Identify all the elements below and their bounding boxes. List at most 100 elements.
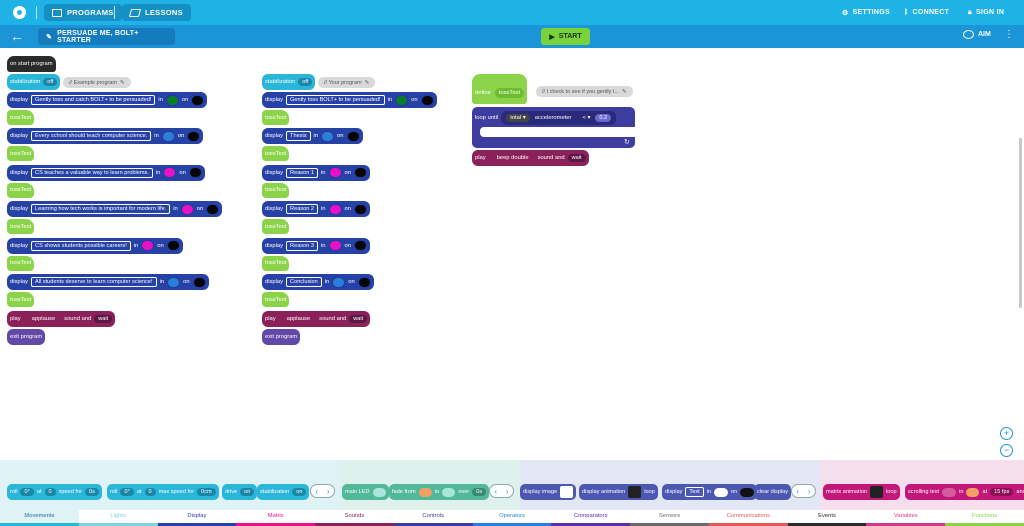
bg-color-swatch[interactable] [166, 240, 180, 252]
tab-operators[interactable]: Operators [472, 510, 552, 526]
text-color-swatch[interactable] [395, 94, 409, 106]
from-color-swatch[interactable] [418, 487, 432, 497]
bg-color-swatch[interactable] [187, 130, 201, 142]
wait-select[interactable]: wait [349, 315, 368, 323]
bg-color-swatch[interactable] [420, 94, 434, 106]
display-text-input[interactable]: Reason 2 [286, 204, 318, 215]
matrix-picker-icon[interactable] [870, 486, 884, 498]
text-color-swatch[interactable] [167, 276, 181, 288]
display-text-input[interactable]: CS teaches a valuable way to learn probl… [31, 167, 153, 178]
programs-button[interactable]: PROGRAMS [44, 4, 122, 21]
chevron-right-icon[interactable]: › [326, 486, 330, 496]
bg-color-swatch[interactable] [346, 130, 360, 142]
speed-input[interactable]: 0 [44, 488, 56, 496]
chevron-right-icon[interactable]: › [505, 486, 509, 496]
heading-input[interactable]: 0° [20, 488, 34, 496]
start-button[interactable]: ▶ START [541, 28, 590, 45]
operator-select[interactable]: < ▾ [582, 115, 591, 121]
text-color-swatch[interactable] [714, 487, 729, 497]
tab-sounds[interactable]: Sounds [315, 510, 394, 526]
to-color-swatch[interactable] [442, 487, 456, 497]
sound-name[interactable]: applause [286, 316, 311, 322]
bg-color-swatch[interactable] [740, 487, 755, 497]
bg-color-swatch[interactable] [188, 167, 202, 179]
zoom-in-icon[interactable]: + [1000, 427, 1013, 440]
zoom-out-icon[interactable]: − [1000, 444, 1013, 457]
drive-block[interactable]: drive on [222, 484, 258, 500]
stabilization-palette-block[interactable]: stabilization on [257, 484, 310, 500]
chevron-left-icon[interactable]: ‹ [796, 486, 800, 496]
canvas-scrollbar[interactable] [1019, 138, 1022, 308]
exit-program-block[interactable]: exit program [7, 329, 46, 345]
heading-input[interactable]: 0° [120, 488, 134, 496]
tab-matrix[interactable]: Matrix [236, 510, 316, 526]
tosstest-call-block[interactable]: tossTest [7, 182, 35, 198]
bg-color-swatch[interactable] [357, 276, 371, 288]
bg-color-swatch[interactable] [206, 203, 220, 215]
tosstest-call-block[interactable]: tossTest [262, 255, 290, 271]
duration-input[interactable]: 0s [472, 488, 487, 496]
text-input[interactable] [942, 487, 957, 497]
text-color-swatch[interactable] [165, 94, 179, 106]
clear-display-block[interactable]: clear display [754, 484, 792, 500]
tosstest-call-block[interactable]: tossTest [262, 110, 290, 125]
matrix-animation-block[interactable]: matrix animation loop [823, 484, 900, 500]
chevron-left-icon[interactable]: ‹ [315, 486, 319, 496]
display-text-input[interactable]: Every school should teach computer scien… [31, 131, 152, 142]
drive-toggle[interactable]: on [240, 488, 255, 496]
text-input[interactable]: Text [685, 487, 704, 497]
function-name[interactable]: tossTest [494, 88, 525, 98]
display-text-input[interactable]: Gently toss and catch BOLT+ to be persua… [31, 95, 156, 105]
fps-input[interactable]: 15 fps [990, 488, 1014, 496]
roll-block[interactable]: roll 0° at 0 speed for 0s [7, 484, 102, 500]
comparison-block[interactable]: total ▾ accelerometer < ▾ 0.2 [501, 111, 617, 125]
text-color-swatch[interactable] [328, 203, 342, 215]
tab-movements[interactable]: Movements [0, 510, 79, 526]
tosstest-call-block[interactable]: tossTest [7, 110, 35, 125]
tab-comparators[interactable]: Comparators [551, 510, 631, 526]
text-color-swatch[interactable] [321, 130, 335, 142]
display-text-input[interactable]: Conclusion [286, 277, 322, 287]
palette-scroll-arrows[interactable]: ‹› [310, 484, 335, 498]
stabilization-toggle[interactable]: on [292, 488, 307, 496]
scrolling-text-block[interactable]: scrolling text in at 15 fps and [905, 484, 1024, 500]
led-color-swatch[interactable] [372, 487, 386, 497]
tosstest-call-block[interactable]: tossTest [7, 255, 35, 271]
text-color-swatch[interactable] [332, 276, 346, 288]
exit-program-block[interactable]: exit program [262, 329, 301, 345]
sphero-logo-icon[interactable] [13, 6, 26, 19]
display-text-input[interactable]: Learning how tech works is important for… [31, 204, 171, 215]
color-swatch[interactable] [966, 487, 980, 497]
comment-bubble[interactable]: // I check to see if you gently t... ✎ [536, 86, 633, 97]
stabilization-block[interactable]: stabilization off [262, 74, 316, 90]
connect-button[interactable]: ᛒ CONNECT [904, 0, 949, 25]
stabilization-block[interactable]: stabilization off [7, 74, 61, 90]
tab-events[interactable]: Events [787, 510, 867, 526]
image-picker-icon[interactable] [560, 486, 574, 498]
tosstest-call-block[interactable]: tossTest [262, 219, 290, 235]
main-led-block[interactable]: main LED [342, 484, 389, 500]
bg-color-swatch[interactable] [191, 94, 205, 106]
lessons-button[interactable]: LESSONS [122, 4, 191, 21]
sound-name[interactable]: beep double [496, 155, 529, 161]
sign-in-button[interactable]: 🔒︎ SIGN IN [968, 0, 1004, 25]
text-color-swatch[interactable] [180, 203, 194, 215]
tosstest-call-block[interactable]: tossTest [262, 182, 290, 198]
more-menu-icon[interactable]: ⋮ [1004, 29, 1014, 40]
bg-color-swatch[interactable] [353, 240, 367, 252]
tab-sensors[interactable]: Sensors [630, 510, 709, 526]
back-arrow-icon[interactable]: ← [10, 28, 24, 44]
duration-input[interactable]: 0s [84, 488, 99, 496]
stabilization-toggle[interactable]: off [43, 78, 58, 86]
text-color-swatch[interactable] [163, 167, 177, 179]
on-start-block[interactable]: on start program [7, 56, 56, 72]
display-text-input[interactable]: Reason 3 [286, 240, 318, 251]
